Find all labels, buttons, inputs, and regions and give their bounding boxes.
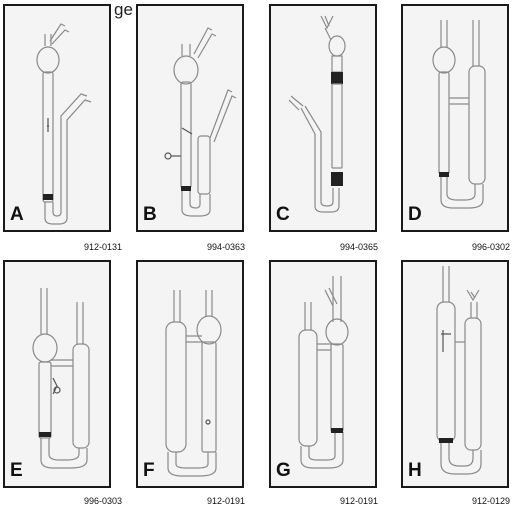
viscometer-e-illustration xyxy=(32,288,90,469)
panel-b: B xyxy=(136,4,244,232)
panel-e: E xyxy=(3,260,111,488)
panel-label-a: A xyxy=(10,204,24,225)
panel-label-h: H xyxy=(408,460,422,481)
viscometer-d-illustration xyxy=(432,20,486,209)
panel-label-d: D xyxy=(408,204,422,225)
part-number-g: 912-0191 xyxy=(339,496,378,506)
panel-g: G xyxy=(269,260,377,488)
part-number-h: 912-0129 xyxy=(471,496,510,506)
viscometer-f-illustration xyxy=(165,290,222,477)
panel-label-f: F xyxy=(143,460,155,481)
panel-h: H xyxy=(401,260,509,488)
part-number-a: 912-0131 xyxy=(83,242,122,252)
panel-label-g: G xyxy=(276,460,291,481)
panel-label-b: B xyxy=(143,204,157,225)
panel-d: D xyxy=(401,4,509,232)
part-number-c: 994-0365 xyxy=(339,242,378,252)
panel-label-c: C xyxy=(276,204,290,225)
header-text-fragment: ge xyxy=(114,0,133,19)
panel-a: A xyxy=(3,4,111,232)
viscometer-a-illustration xyxy=(36,23,92,225)
viscometer-g-illustration xyxy=(298,276,349,469)
viscometer-b-illustration xyxy=(164,27,237,217)
part-number-b: 994-0363 xyxy=(206,242,245,252)
part-number-e: 996-0303 xyxy=(83,496,122,506)
part-number-f: 912-0191 xyxy=(206,496,245,506)
viscometer-c-illustration xyxy=(288,15,346,213)
viscometer-h-illustration xyxy=(436,266,482,475)
panel-c: C xyxy=(269,4,377,232)
part-number-d: 996-0302 xyxy=(471,242,510,252)
panel-label-e: E xyxy=(10,460,23,481)
panel-f: F xyxy=(136,260,244,488)
